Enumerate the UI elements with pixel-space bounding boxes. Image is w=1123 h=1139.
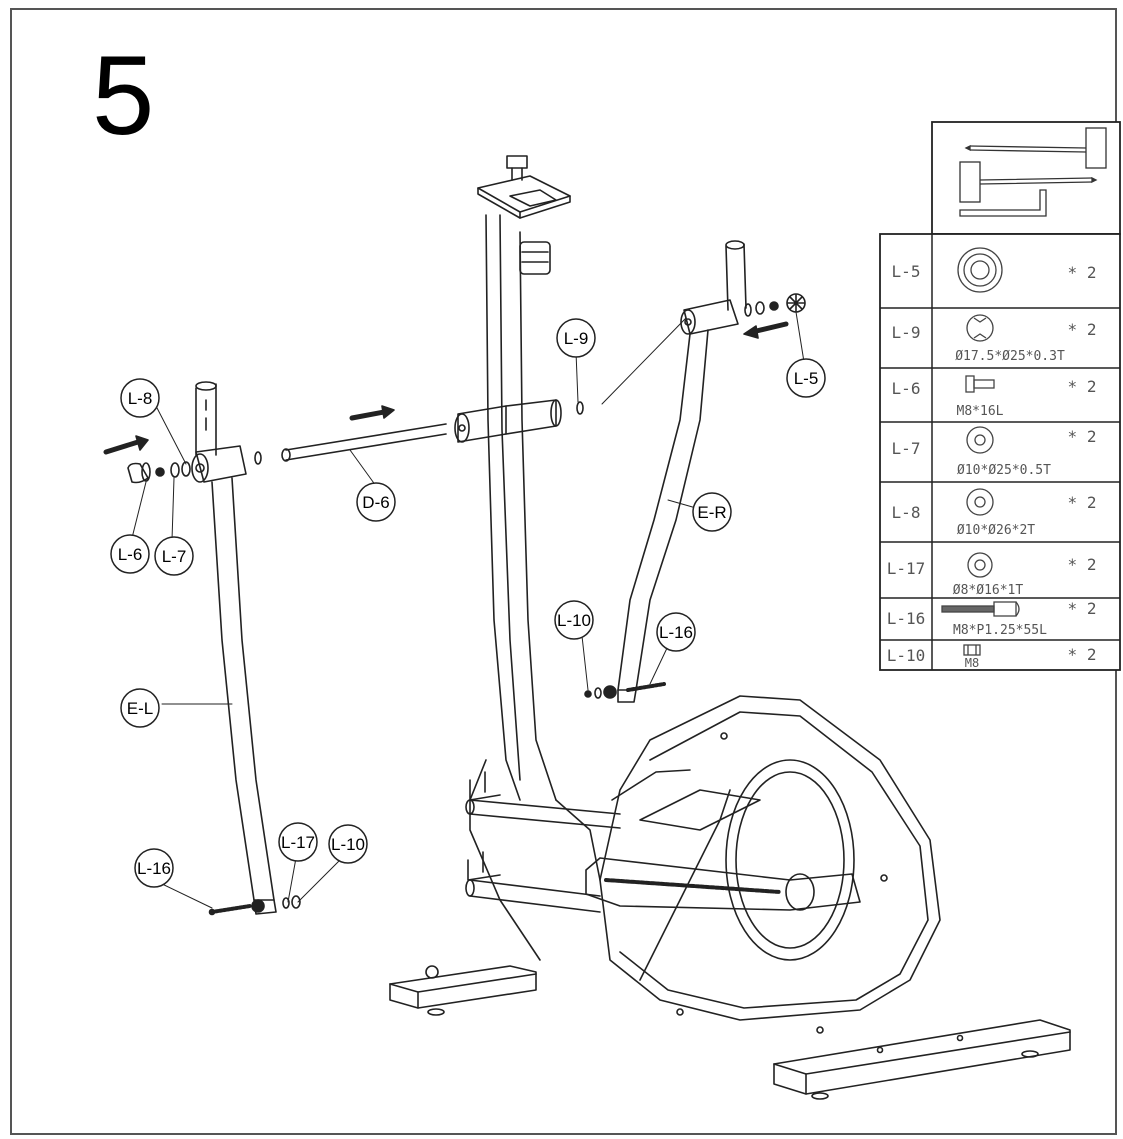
- knob-cap-icon: [957, 247, 1003, 293]
- svg-text:Ø10*Ø25*0.5T: Ø10*Ø25*0.5T: [957, 463, 1051, 478]
- svg-text:L-6: L-6: [892, 379, 921, 398]
- short-bolt-icon: [965, 375, 995, 393]
- step-number: 5: [92, 33, 155, 158]
- svg-text:L-9: L-9: [892, 323, 921, 342]
- svg-text:L-10: L-10: [331, 835, 365, 854]
- callout-l5: L-5: [786, 358, 826, 398]
- small-washer-icon: [967, 552, 993, 578]
- callout-l10-right: L-10: [554, 600, 594, 640]
- crossbars: [465, 799, 621, 913]
- svg-text:L-7: L-7: [162, 547, 187, 566]
- parts-table: L-5 * 2 L-9 * 2 Ø17.5*Ø25*0.3T L-6 * 2 M…: [879, 121, 1121, 671]
- svg-text:L-16: L-16: [137, 859, 171, 878]
- svg-text:Ø8*Ø16*1T: Ø8*Ø16*1T: [953, 583, 1024, 598]
- nut-icon: [963, 644, 981, 656]
- callout-l6: L-6: [110, 534, 150, 574]
- svg-text:* 2: * 2: [1068, 645, 1097, 664]
- svg-text:L-9: L-9: [564, 329, 589, 348]
- front-stabilizer: [389, 965, 537, 1016]
- svg-text:* 2: * 2: [1068, 599, 1097, 618]
- svg-text:L-10: L-10: [887, 646, 926, 665]
- parts-row-l9: L-9 * 2 Ø17.5*Ø25*0.3T: [892, 314, 1097, 364]
- left-handlebar-e-l: [191, 381, 277, 915]
- svg-text:L-6: L-6: [118, 545, 143, 564]
- svg-text:Ø10*Ø26*2T: Ø10*Ø26*2T: [957, 523, 1035, 538]
- svg-text:L-5: L-5: [892, 262, 921, 281]
- callouts: L-8 L-6 L-7 D-6 L-9 L-5 E-R E-L: [110, 318, 826, 888]
- parts-row-l5: L-5 * 2: [892, 247, 1097, 293]
- callout-e-r: E-R: [692, 492, 732, 532]
- parts-row-l17: L-17 * 2 Ø8*Ø16*1T: [887, 552, 1097, 598]
- svg-text:M8: M8: [965, 656, 979, 670]
- callout-l17: L-17: [278, 822, 318, 862]
- svg-text:L-17: L-17: [887, 559, 926, 578]
- callout-l9: L-9: [556, 318, 596, 358]
- wave-washer-icon: [966, 314, 994, 342]
- callout-e-l: E-L: [120, 688, 160, 728]
- svg-text:* 2: * 2: [1068, 427, 1097, 446]
- left-top-hardware: [103, 435, 191, 484]
- svg-text:D-6: D-6: [362, 493, 389, 512]
- parts-row-l16: L-16 * 2 M8*P1.25*55L: [887, 599, 1097, 638]
- svg-text:L-16: L-16: [887, 609, 926, 628]
- svg-text:M8*P1.25*55L: M8*P1.25*55L: [953, 623, 1047, 638]
- svg-text:L-8: L-8: [892, 503, 921, 522]
- callout-l10-left: L-10: [328, 824, 368, 864]
- svg-text:L-8: L-8: [128, 389, 153, 408]
- thick-washer-icon: [966, 488, 994, 516]
- right-top-hardware: [743, 293, 806, 339]
- svg-text:E-R: E-R: [697, 503, 726, 522]
- svg-text:E-L: E-L: [127, 699, 153, 718]
- callout-l16-right: L-16: [656, 612, 696, 652]
- svg-text:* 2: * 2: [1068, 320, 1097, 339]
- hammer-and-hex-key-icon: [959, 127, 1107, 217]
- parts-row-l7: L-7 * 2 Ø10*Ø25*0.5T: [892, 426, 1097, 478]
- callout-d6: D-6: [356, 482, 396, 522]
- svg-text:* 2: * 2: [1068, 493, 1097, 512]
- axle-d6: [254, 399, 584, 465]
- svg-text:M8*16L: M8*16L: [957, 404, 1004, 419]
- svg-text:* 2: * 2: [1068, 377, 1097, 396]
- parts-row-l10: L-10 * 2 M8: [887, 644, 1097, 670]
- callout-l7: L-7: [154, 536, 194, 576]
- parts-row-l8: L-8 * 2 Ø10*Ø26*2T: [892, 488, 1097, 538]
- svg-text:* 2: * 2: [1068, 555, 1097, 574]
- svg-text:L-7: L-7: [892, 439, 921, 458]
- rear-stabilizer: [773, 1019, 1071, 1100]
- svg-text:L-10: L-10: [557, 611, 591, 630]
- svg-text:* 2: * 2: [1068, 263, 1097, 282]
- svg-text:Ø17.5*Ø25*0.3T: Ø17.5*Ø25*0.3T: [955, 349, 1065, 364]
- svg-text:L-16: L-16: [659, 623, 693, 642]
- callout-l8: L-8: [120, 378, 160, 418]
- svg-text:L-17: L-17: [281, 833, 315, 852]
- arrow-axle: [349, 409, 387, 421]
- right-bottom-hardware: [584, 682, 666, 699]
- long-bolt-icon: [941, 601, 1020, 617]
- main-mast: [467, 155, 601, 961]
- parts-row-l6: L-6 * 2 M8*16L: [892, 375, 1097, 419]
- leader-lines: [131, 311, 805, 909]
- left-bottom-hardware: [208, 895, 301, 916]
- callout-l16-left: L-16: [134, 848, 174, 888]
- flywheel-housing: [585, 695, 941, 1034]
- flat-washer-icon: [966, 426, 994, 454]
- svg-text:L-5: L-5: [794, 369, 819, 388]
